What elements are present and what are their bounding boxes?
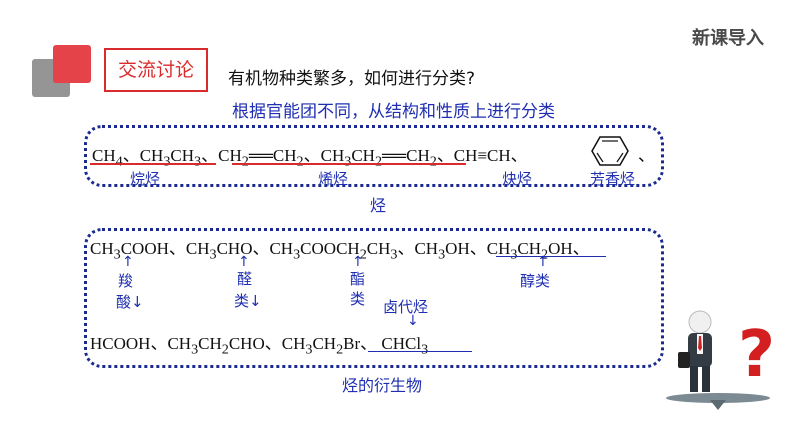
benzene-ring-icon	[591, 136, 629, 166]
hydrocarbon-title: 烃	[370, 196, 387, 215]
ester-arrow: ↑	[352, 254, 364, 270]
discussion-tag: 交流讨论	[104, 48, 208, 92]
label-ester-1: 酯	[350, 270, 366, 288]
alkene-underline	[232, 163, 466, 165]
label-ester-2: 类	[350, 290, 366, 308]
trailing-comma: 、	[638, 146, 655, 165]
aldehyde-arrow: ↑	[238, 254, 250, 270]
label-halide: 卤代烃	[383, 298, 429, 316]
section-title: 新课导入	[692, 28, 764, 49]
derivative-box	[84, 228, 664, 368]
halide-arrow: ↓	[407, 313, 419, 329]
question-text: 有机物种类繁多，如何进行分类?	[228, 69, 476, 89]
label-alkane: 烷烃	[130, 170, 161, 188]
acid-arrow: ↑	[122, 254, 134, 270]
question-mark-icon: ?	[738, 318, 775, 392]
label-alkyne: 炔烃	[502, 170, 533, 188]
answer-text: 根据官能团不同，从结构和性质上进行分类	[232, 102, 555, 122]
label-aldehyde-1: 醛	[237, 270, 253, 288]
derivative-formulas-line1: CH3COOH、CH3CHO、CH3COOCH2CH3、CH3OH、CH3CH2…	[90, 239, 590, 263]
hydrocarbon-box	[84, 125, 664, 187]
label-aromatic: 芳香烃	[590, 170, 636, 188]
label-alcohol: 醇类	[520, 272, 551, 290]
label-acid-1: 羧	[118, 272, 134, 290]
derivative-title: 烃的衍生物	[342, 376, 423, 395]
alcohol-underline	[496, 256, 606, 257]
label-alkene: 烯烃	[318, 170, 349, 188]
hydrocarbon-formulas: CH4、CH3CH3、CH2══CH2、CH3CH2══CH2、CH≡CH、	[92, 146, 528, 170]
label-aldehyde-2: 类↓	[234, 292, 262, 310]
thinking-person-icon: ?	[666, 310, 775, 410]
decor-square-red-icon	[53, 45, 91, 83]
alkane-underline	[90, 163, 216, 165]
derivative-formulas-line2: HCOOH、CH3CH2CHO、CH3CH2Br、 CHCl3	[90, 334, 429, 358]
label-acid-2: 酸↓	[116, 293, 144, 311]
alcohol-arrow: ↑	[537, 254, 549, 270]
halide-underline	[368, 351, 472, 352]
